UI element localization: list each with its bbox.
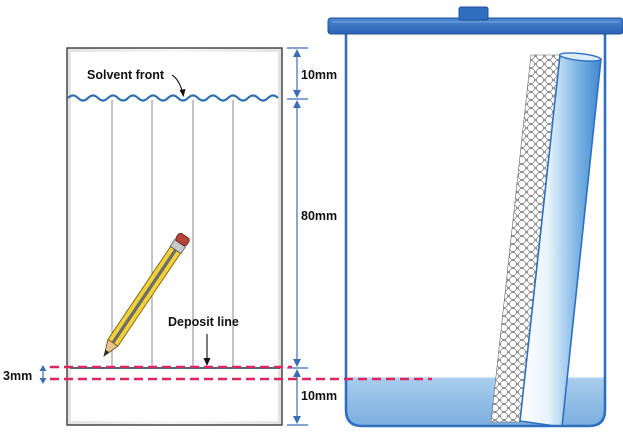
pencil-stripe	[111, 248, 177, 344]
chromatography-tank	[327, 6, 623, 428]
dim-arrowhead	[39, 365, 47, 371]
dim-arrowhead	[293, 359, 301, 367]
dim-label-bottom: 10mm	[301, 389, 337, 403]
deposit-line-arrowhead	[203, 358, 211, 366]
solvent-front-arrowhead	[179, 89, 186, 97]
reference-lines	[50, 365, 432, 381]
dim-arrowhead	[39, 378, 47, 384]
dim-arrowhead	[293, 49, 301, 57]
solvent-front-label: Solvent front	[87, 68, 165, 82]
dim-label-offset: 3mm	[3, 369, 32, 383]
deposit-line-label: Deposit line	[168, 315, 239, 329]
dim-label-middle: 80mm	[301, 209, 337, 223]
pencil-lead	[104, 349, 110, 356]
dim-label-top: 10mm	[301, 68, 337, 82]
tank-lid-knob	[458, 6, 489, 21]
tlc-plate: Solvent front Deposit line	[66, 47, 283, 426]
dim-arrowhead	[293, 100, 301, 108]
rolled-plate-spots	[490, 54, 561, 423]
rolled-plate-tube-top	[558, 52, 602, 62]
tank-wall	[344, 34, 607, 428]
solvent-front-wave	[67, 94, 279, 102]
plate-inner-face	[71, 52, 278, 421]
lane-lines	[111, 100, 234, 368]
pencil-eraser	[175, 232, 190, 247]
rolled-plate-icon	[490, 52, 602, 426]
dim-arrowhead	[293, 90, 301, 98]
pencil-icon	[103, 232, 190, 357]
dim-arrowhead	[293, 369, 301, 377]
dim-arrowhead	[293, 416, 301, 424]
